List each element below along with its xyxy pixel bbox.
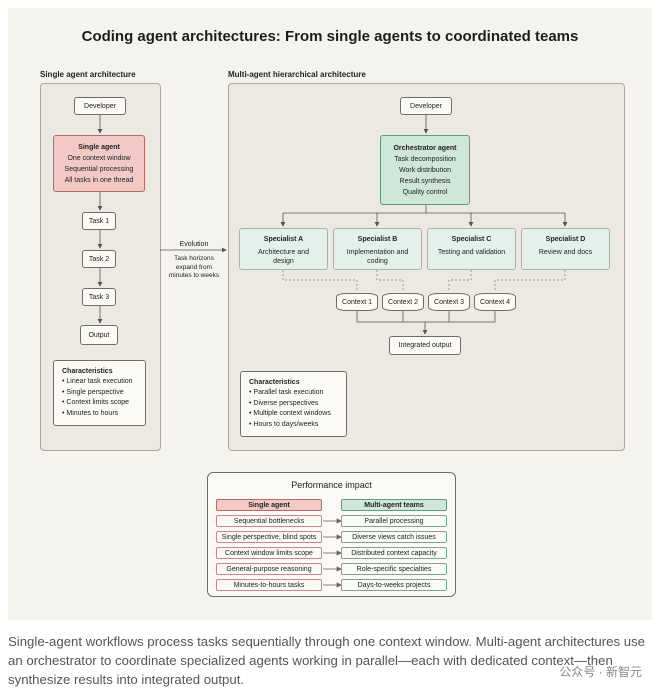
- perf-col-single: Single agent: [216, 499, 322, 511]
- single-characteristics-box: Characteristics Linear task execution Si…: [53, 360, 146, 426]
- evolution-sublabel: Task horizons expand from minutes to wee…: [160, 255, 228, 281]
- multi-section-title: Multi-agent hierarchical architecture: [228, 70, 366, 79]
- specialist-desc: Testing and validation: [437, 249, 506, 256]
- specialist-name: Specialist B: [357, 236, 398, 243]
- specialist-c-box: Specialist C Testing and validation: [427, 228, 516, 270]
- task-box: Task 2: [82, 250, 116, 268]
- orchestrator-line: Quality control: [402, 188, 448, 196]
- single-agent-title: Single agent: [78, 143, 120, 151]
- multi-developer-box: Developer: [400, 97, 452, 115]
- evolution-sub-line: expand from: [175, 263, 213, 271]
- single-agent-line: Sequential processing: [64, 165, 134, 173]
- specialist-b-box: Specialist B Implementation and coding: [333, 228, 422, 270]
- specialist-desc: Review and docs: [538, 249, 593, 256]
- specialist-a-box: Specialist A Architecture and design: [239, 228, 328, 270]
- context-cylinder: Context 1: [336, 293, 378, 311]
- single-char-item: Linear task execution: [62, 377, 137, 388]
- caption-text: Single-agent workflows process tasks seq…: [8, 634, 645, 687]
- single-char-title: Characteristics: [62, 368, 113, 375]
- context-cylinder: Context 3: [428, 293, 470, 311]
- multi-characteristics-box: Characteristics Parallel task execution …: [240, 371, 347, 437]
- single-char-item: Minutes to hours: [62, 409, 137, 420]
- context-cylinder: Context 2: [382, 293, 424, 311]
- orchestrator-line: Result synthesis: [399, 177, 451, 185]
- perf-multi-item: Parallel processing: [341, 515, 447, 527]
- perf-single-item: Context window limits scope: [216, 547, 322, 559]
- specialist-desc: Implementation and: [346, 249, 409, 256]
- perf-multi-item: Role-specific specialties: [341, 563, 447, 575]
- multi-char-item: Diverse perspectives: [249, 399, 338, 410]
- perf-col-multi: Multi-agent teams: [341, 499, 447, 511]
- evolution-sub-line: Task horizons: [174, 255, 214, 262]
- specialist-name: Specialist D: [545, 236, 586, 243]
- specialist-name: Specialist C: [451, 236, 492, 243]
- single-char-item: Context limits scope: [62, 398, 137, 409]
- task-box: Task 1: [82, 212, 116, 230]
- evolution-sub-line: minutes to weeks: [168, 272, 220, 279]
- single-char-item: Single perspective: [62, 388, 137, 399]
- orchestrator-line: Task decomposition: [394, 155, 456, 163]
- perf-single-item: Single perspective, blind spots: [216, 531, 322, 543]
- perf-single-item: General-purpose reasoning: [216, 563, 322, 575]
- evolution-label: Evolution: [179, 241, 209, 248]
- single-section-title: Single agent architecture: [40, 70, 136, 79]
- perf-single-item: Minutes-to-hours tasks: [216, 579, 322, 591]
- single-agent-line: One context window: [67, 154, 131, 162]
- specialist-desc: Architecture and: [258, 249, 309, 256]
- task-box: Task 3: [82, 288, 116, 306]
- performance-title: Performance impact: [291, 480, 372, 490]
- integrated-output-box: Integrated output: [389, 336, 461, 355]
- diagram-title: Coding agent architectures: From single …: [81, 28, 579, 45]
- single-output-box: Output: [80, 325, 118, 345]
- specialist-name: Specialist A: [263, 236, 304, 243]
- orchestrator-title: Orchestrator agent: [393, 144, 457, 152]
- single-agent-box: Single agent One context window Sequenti…: [53, 135, 145, 192]
- multi-char-item: Hours to days/weeks: [249, 420, 338, 431]
- orchestrator-line: Work distribution: [398, 166, 451, 174]
- multi-char-item: Parallel task execution: [249, 388, 338, 399]
- multi-char-title: Characteristics: [249, 379, 300, 386]
- single-agent-line: All tasks in one thread: [64, 176, 134, 184]
- multi-char-item: Multiple context windows: [249, 409, 338, 420]
- single-developer-box: Developer: [74, 97, 126, 115]
- specialist-desc: coding: [367, 258, 388, 265]
- orchestrator-box: Orchestrator agent Task decomposition Wo…: [380, 135, 470, 205]
- context-cylinder: Context 4: [474, 293, 516, 311]
- watermark-text: 公众号 · 新智元: [559, 665, 642, 679]
- specialist-desc: design: [273, 258, 294, 265]
- specialist-d-box: Specialist D Review and docs: [521, 228, 610, 270]
- perf-single-item: Sequential bottlenecks: [216, 515, 322, 527]
